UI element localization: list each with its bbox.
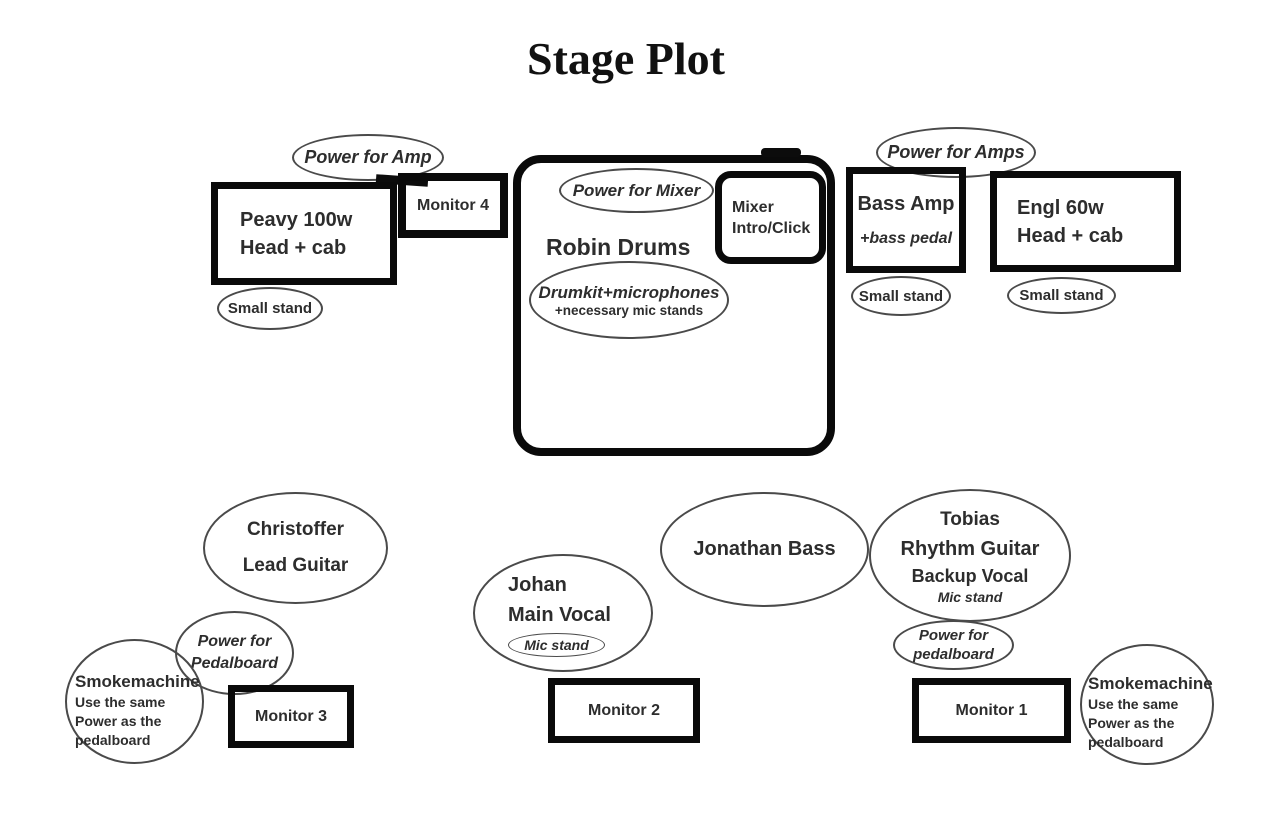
power-for-amps-label: Power for Amps [887, 142, 1025, 162]
ink-stroke [761, 148, 801, 157]
small-stand-bass-ellipse: Small stand [851, 276, 951, 316]
mic-stand-ellipse: Mic stand [508, 632, 605, 657]
power-for-pedalboard-left-ellipse: Power for Pedalboard [175, 611, 294, 695]
peavy-amp-line2: Head + cab [240, 236, 347, 259]
drumkit-line2: +necessary mic stands [554, 302, 704, 318]
engl-amp-line1: Engl 60w [1017, 196, 1104, 219]
mixer-box: Mixer Intro/Click [715, 171, 826, 264]
engl-amp-line2: Head + cab [1017, 224, 1124, 247]
engl-amp-box: Engl 60w Head + cab [990, 171, 1181, 272]
small-stand-engl-label: Small stand [1019, 287, 1104, 304]
power-pedalboard-left-line1: Power for [197, 633, 272, 650]
tobias-mic-stand-label: Mic stand [937, 588, 1003, 605]
tobias-ellipse: Tobias Rhythm Guitar Backup Vocal Mic st… [869, 489, 1071, 622]
monitor-3-label: Monitor 3 [255, 707, 327, 725]
bass-amp-line1: Bass Amp [857, 192, 955, 215]
power-pedalboard-left-line2: Pedalboard [190, 655, 279, 672]
mixer-line2: Intro/Click [732, 219, 811, 237]
mixer-line1: Mixer [732, 198, 774, 216]
small-stand-engl-ellipse: Small stand [1007, 277, 1116, 314]
peavy-amp-box: Peavy 100w Head + cab [211, 182, 397, 285]
tobias-line1: Tobias [940, 508, 1000, 530]
power-for-mixer-label: Power for Mixer [572, 180, 701, 200]
jonathan-label: Jonathan Bass [693, 538, 836, 560]
smokemachine-right-line2: Use the same [1088, 696, 1179, 712]
small-stand-bass-label: Small stand [858, 287, 944, 305]
small-stand-peavy-label: Small stand [227, 300, 313, 317]
tobias-line3: Backup Vocal [911, 565, 1029, 586]
monitor-4-box: Monitor 4 [398, 173, 508, 238]
smokemachine-right-line1: Smokemachine [1088, 674, 1213, 693]
smokemachine-right-line3: Power as the [1088, 715, 1175, 731]
monitor-3-box: Monitor 3 [228, 685, 354, 748]
power-pedalboard-right-line2: pedalboard [913, 646, 994, 663]
christoffer-ellipse: Christoffer Lead Guitar [203, 492, 388, 604]
power-for-amps-ellipse: Power for Amps [876, 127, 1036, 178]
smokemachine-right-line4: pedalboard [1088, 734, 1164, 750]
power-for-amp-label: Power for Amp [304, 147, 432, 167]
page-title: Stage Plot [526, 33, 725, 84]
monitor-2-label: Monitor 2 [588, 701, 660, 719]
christoffer-line2: Lead Guitar [242, 555, 349, 576]
monitor-4-label: Monitor 4 [417, 196, 489, 214]
jonathan-ellipse: Jonathan Bass [660, 492, 869, 607]
bass-amp-line2: +bass pedal [859, 229, 953, 247]
power-pedalboard-right-line1: Power for [918, 627, 989, 644]
smokemachine-left-line3: Power as the [75, 713, 162, 729]
johan-ellipse: Johan Main Vocal Mic stand [473, 554, 653, 672]
power-for-mixer-ellipse: Power for Mixer [559, 168, 714, 213]
power-for-pedalboard-right-ellipse: Power for pedalboard [893, 620, 1014, 670]
drumkit-line1: Drumkit+microphones [538, 282, 720, 302]
smokemachine-left-line1: Smokemachine [75, 672, 200, 691]
smokemachine-left-circle: Smokemachine Use the same Power as the p… [65, 639, 204, 764]
small-stand-peavy-ellipse: Small stand [217, 287, 323, 330]
smokemachine-left-line4: pedalboard [75, 732, 151, 748]
drumkit-ellipse: Drumkit+microphones +necessary mic stand… [529, 261, 729, 339]
smokemachine-left-line2: Use the same [75, 694, 166, 710]
monitor-2-box: Monitor 2 [548, 678, 700, 743]
christoffer-line1: Christoffer [246, 519, 345, 540]
bass-amp-box: Bass Amp +bass pedal [846, 167, 966, 273]
johan-line1: Johan [508, 573, 567, 596]
peavy-amp-line1: Peavy 100w [240, 208, 353, 231]
monitor-1-label: Monitor 1 [955, 701, 1028, 719]
smokemachine-right-circle: Smokemachine Use the same Power as the p… [1080, 644, 1214, 765]
tobias-line2: Rhythm Guitar [900, 537, 1040, 560]
mic-stand-label: Mic stand [524, 636, 589, 653]
drum-riser-box: Power for Mixer Mixer Intro/Click Robin … [513, 155, 835, 456]
johan-line2: Main Vocal [508, 603, 611, 626]
robin-drums-label: Robin Drums [546, 234, 691, 260]
monitor-1-box: Monitor 1 [912, 678, 1071, 743]
power-for-amp-ellipse: Power for Amp [292, 134, 444, 181]
